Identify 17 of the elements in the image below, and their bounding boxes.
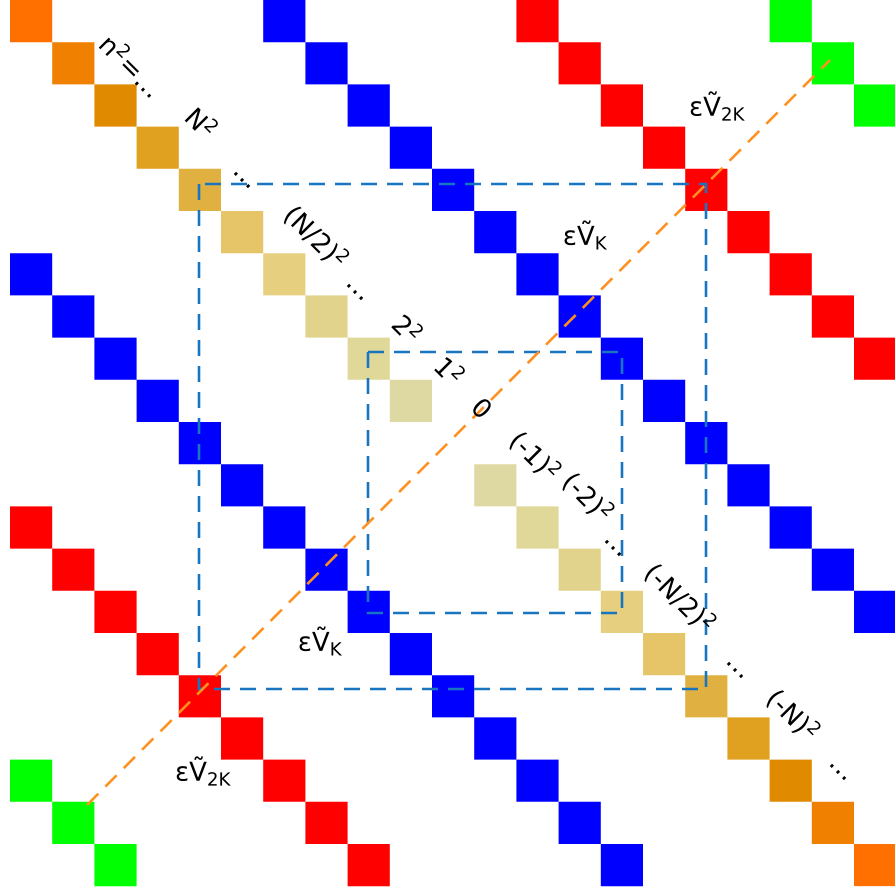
diagonal-label: N$^{2}$ — [184, 107, 218, 134]
diagonal-label: … — [726, 662, 744, 678]
diagonal-label: (-2)$^{2}$ — [562, 473, 614, 516]
diagonal-label: … — [346, 284, 364, 300]
diagonal-label: 0 — [473, 399, 491, 417]
block-label: εṼ$_{K}$ — [300, 626, 342, 656]
diagonal-label: (-N)$^{2}$ — [766, 690, 821, 736]
diagonal-label: 1$^{2}$ — [434, 357, 465, 380]
block-label: εṼ$_{K}$ — [564, 220, 608, 250]
diagonal-label: … — [830, 764, 846, 780]
diagonal-label: … — [234, 172, 250, 188]
diagonal-label: (-1)$^{2}$ — [509, 432, 562, 476]
block-label: εṼ$_{2K}$ — [176, 756, 231, 786]
diagonal-label: 2$^{2}$ — [391, 314, 423, 338]
diagonal-label: … — [604, 540, 622, 556]
diagonal-label: n$^{2}$=… — [98, 38, 152, 98]
block-label: εṼ$_{2K}$ — [690, 91, 745, 121]
